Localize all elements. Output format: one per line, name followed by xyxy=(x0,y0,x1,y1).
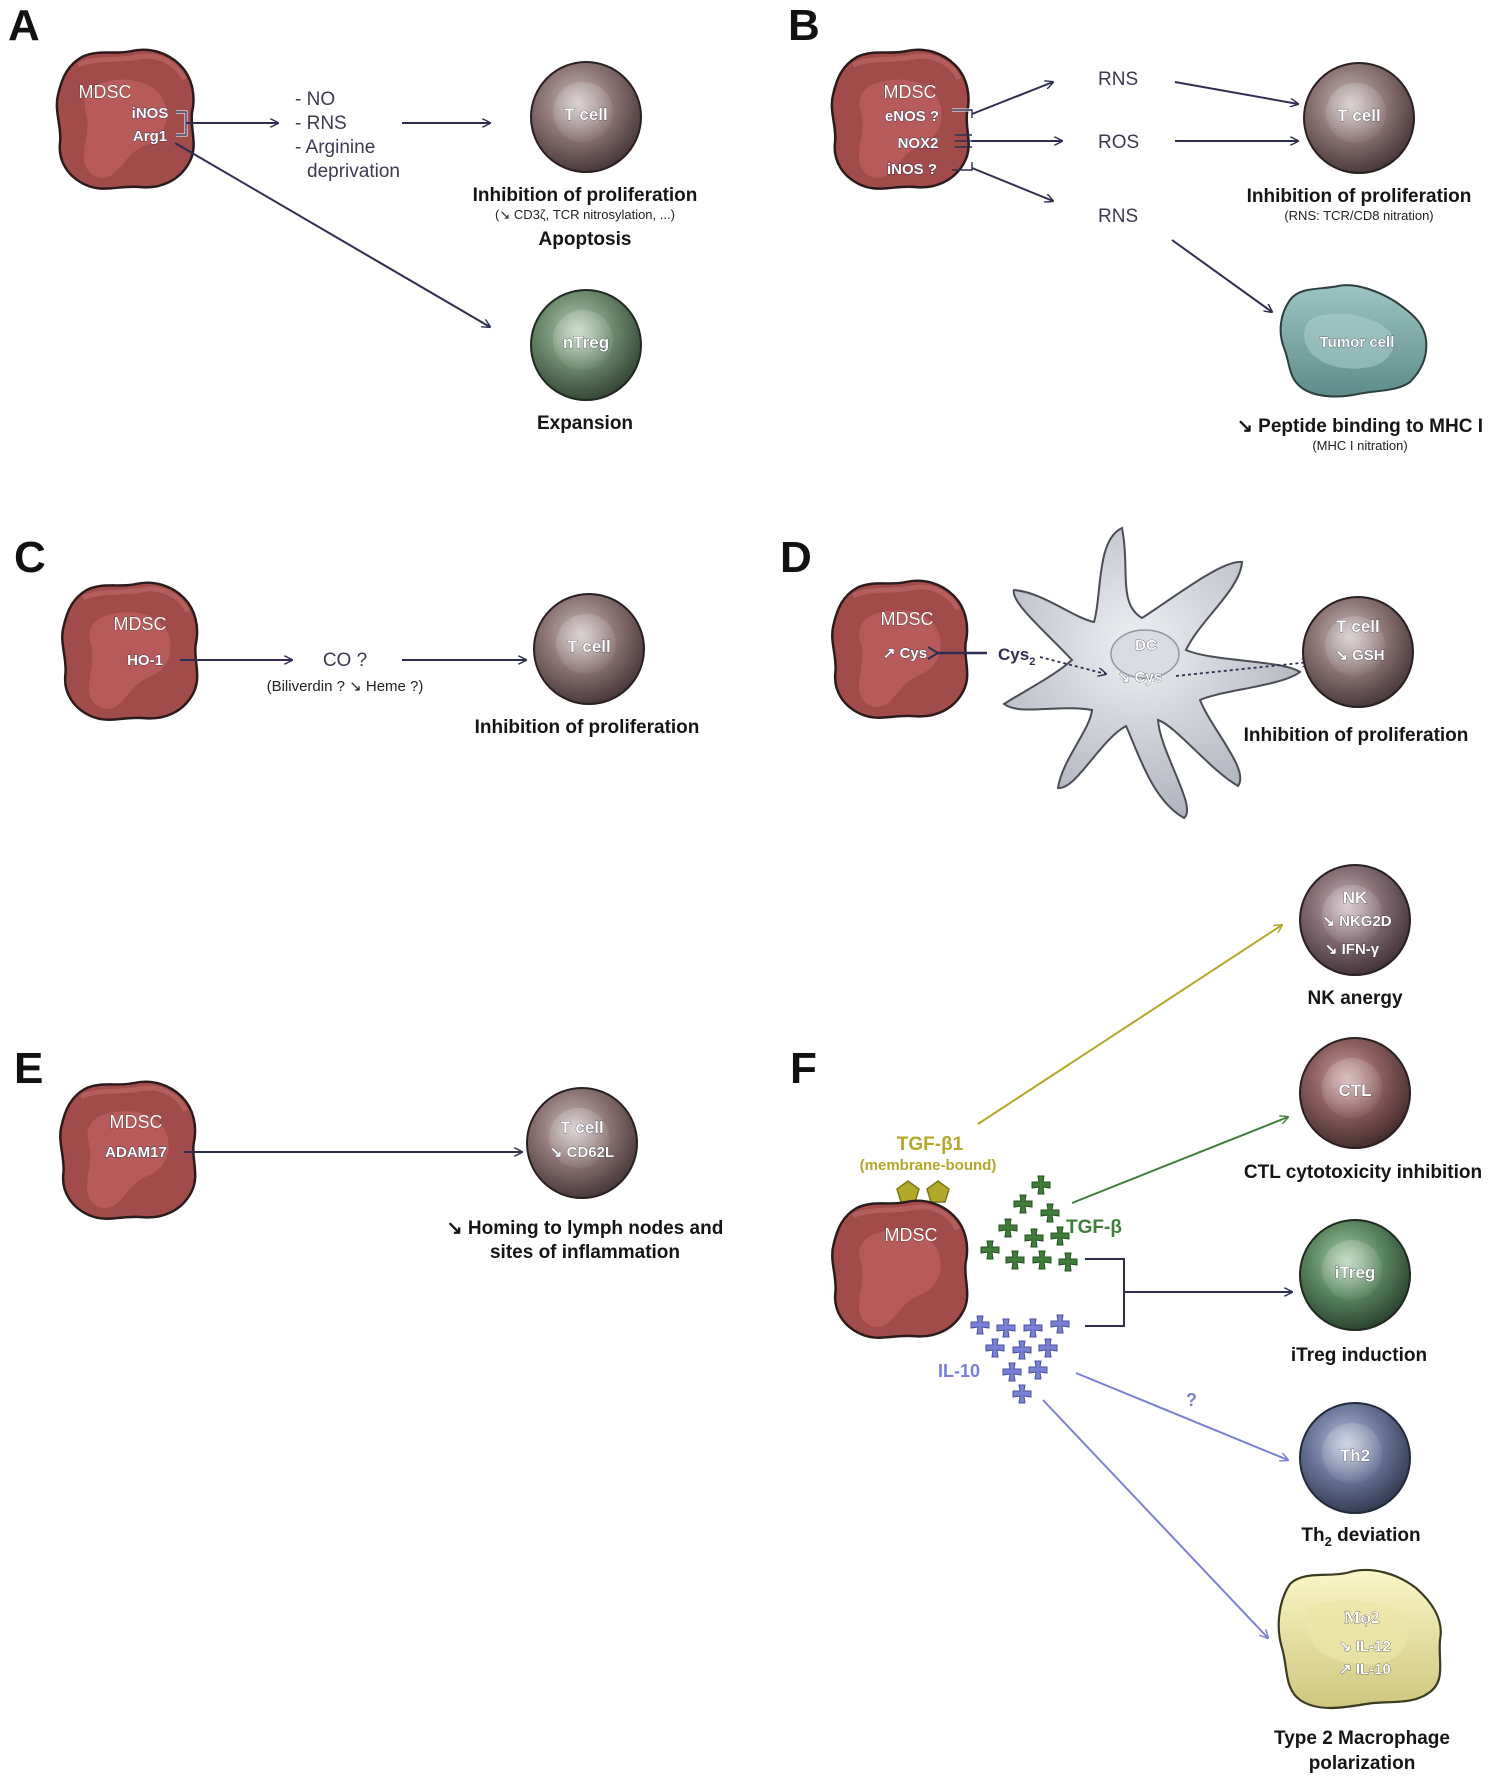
caption-expansion-a: Expansion xyxy=(537,413,633,434)
dc-label-d: DC xyxy=(1135,637,1157,654)
il10-label-f: IL-10 xyxy=(938,1361,980,1381)
panel-label-f: F xyxy=(790,1044,817,1093)
caption-inhibition-a: Inhibition of proliferation xyxy=(473,185,698,206)
nk-nkg2d-f: ↘ NKG2D xyxy=(1322,913,1391,930)
itreg-label-f: iTreg xyxy=(1335,1263,1376,1282)
tcell-label-c: T cell xyxy=(567,637,610,656)
cys2-label-d: Cys2 xyxy=(998,645,1035,668)
mediator-rns1-b: RNS xyxy=(1098,69,1138,90)
il10-cytokines-f xyxy=(970,1314,1070,1404)
tcell-label-b: T cell xyxy=(1337,106,1380,125)
mediator-ros-b: ROS xyxy=(1098,132,1139,153)
caption-nk-anergy-f: NK anergy xyxy=(1307,988,1402,1009)
panel-c: C MDSC HO-1 CO ? (Biliverdin ? ↘ Heme ?)… xyxy=(14,533,699,738)
enzyme-arg1-a: Arg1 xyxy=(133,128,167,145)
caption-homing-line1-e: ↘ Homing to lymph nodes and xyxy=(447,1218,724,1239)
tcell-label-a: T cell xyxy=(564,105,607,124)
mediator-rns-a: - RNS xyxy=(295,113,347,134)
panel-label-b: B xyxy=(788,1,820,50)
mediator-deprivation-a: deprivation xyxy=(307,161,400,182)
panel-e: E MDSC ADAM17 T cell ↘ CD62L ↘ Homing to… xyxy=(14,1044,723,1263)
macrophage-label-f: Mφ2 xyxy=(1344,1608,1379,1627)
enzyme-inos-a: iNOS xyxy=(132,105,169,122)
panel-f: F TGF-β1 (membrane-bound) MDSC TGF-β xyxy=(790,864,1482,1774)
mdsc-label-d: MDSC xyxy=(881,609,934,629)
ctl-label-f: CTL xyxy=(1338,1081,1371,1100)
tgfb1-label-f: TGF-β1 xyxy=(897,1134,964,1155)
subcaption-nitration-b: (RNS: TCR/CD8 nitration) xyxy=(1284,208,1433,223)
caption-peptide-binding-b: ↘ Peptide binding to MHC I xyxy=(1237,416,1483,437)
mediator-sub-c: (Biliverdin ? ↘ Heme ?) xyxy=(267,678,424,695)
arrow-inos-to-rns-b xyxy=(971,167,1053,201)
caption-homing-line2-e: sites of inflammation xyxy=(490,1242,680,1263)
mdsc-label-b: MDSC xyxy=(884,82,937,102)
caption-macrophage-line2-f: polarization xyxy=(1309,1753,1416,1774)
mdsc-cell-a xyxy=(57,50,194,189)
arrow-il10-to-macrophage-f xyxy=(1042,1399,1268,1638)
nk-ifng-f: ↘ IFN-γ xyxy=(1325,941,1380,958)
panel-d: D DC ↘ Cys MDSC ↗ Cys Cys2 T cell ↘ GSH … xyxy=(780,526,1469,820)
caption-itreg-induction-f: iTreg induction xyxy=(1291,1345,1427,1366)
subcaption-mhc-nitration-b: (MHC I nitration) xyxy=(1312,438,1407,453)
macrophage-il12-f: ↘ IL-12 xyxy=(1339,1638,1391,1655)
mdsc-label-a: MDSC xyxy=(79,82,132,102)
macrophage-il10-f: ↗ IL-10 xyxy=(1339,1661,1391,1678)
mediator-no-a: - NO xyxy=(295,89,335,110)
enzyme-ho1-c: HO-1 xyxy=(127,652,163,669)
dc-cys-d: ↘ Cys xyxy=(1118,669,1162,686)
arrow-enos-to-rns-b xyxy=(971,82,1053,115)
arrow-mdsc-to-ntreg-a xyxy=(174,142,490,327)
tcell-label-e: T cell xyxy=(560,1118,603,1137)
caption-macrophage-line1-f: Type 2 Macrophage xyxy=(1274,1728,1450,1749)
mdsc-label-f: MDSC xyxy=(885,1225,938,1245)
mdsc-cell-f xyxy=(832,1201,967,1338)
mdsc-cys-d: ↗ Cys xyxy=(883,645,927,662)
tgfb-cytokines-f xyxy=(980,1175,1078,1272)
bracket-tgfb-il10-f xyxy=(1085,1258,1125,1327)
caption-apoptosis-a: Apoptosis xyxy=(539,229,632,250)
caption-ctl-inhibition-f: CTL cytotoxicity inhibition xyxy=(1244,1162,1482,1183)
enzyme-adam17-e: ADAM17 xyxy=(105,1144,167,1161)
tumor-label-b: Tumor cell xyxy=(1320,334,1395,351)
arrow-tgfb1-to-nk-f xyxy=(977,925,1282,1125)
mediator-arginine-a: - Arginine xyxy=(295,137,375,158)
mediator-rns2-b: RNS xyxy=(1098,206,1138,227)
panel-b: B MDSC eNOS ? NOX2 iNOS ? RNS ROS RNS T … xyxy=(788,1,1483,453)
arrow-rns-to-tumor-b xyxy=(1171,239,1272,312)
enzyme-nox2-b: NOX2 xyxy=(898,135,939,152)
nk-label-f: NK xyxy=(1343,888,1368,907)
panel-label-c: C xyxy=(14,533,46,582)
tcell-gsh-d: ↘ GSH xyxy=(1335,647,1384,664)
panel-label-e: E xyxy=(14,1044,43,1093)
tgfb1-pentagon-1 xyxy=(896,1180,920,1203)
panel-a: A MDSC iNOS Arg1 - NO - RNS - Arginine d… xyxy=(8,1,697,434)
arrow-rns-to-tcell-b xyxy=(1174,81,1298,104)
tumor-cell-b xyxy=(1279,284,1428,398)
arrow-cys2-to-dc-d xyxy=(1039,656,1106,674)
mdsc-label-c: MDSC xyxy=(114,614,167,634)
enzyme-inos-b: iNOS ? xyxy=(887,161,937,178)
ntreg-label-a: nTreg xyxy=(563,333,609,352)
subcaption-cd3-a: (↘ CD3ζ, TCR nitrosylation, ...) xyxy=(495,207,675,222)
tgfb1-sub-f: (membrane-bound) xyxy=(860,1157,997,1174)
mediator-co-c: CO ? xyxy=(323,650,367,671)
tgfb-label-f: TGF-β xyxy=(1066,1217,1122,1238)
caption-th2-deviation-f: Th2 deviation xyxy=(1301,1525,1420,1549)
tcell-label-d: T cell xyxy=(1336,617,1379,636)
caption-inhibition-c: Inhibition of proliferation xyxy=(475,717,700,738)
question-mark-f: ? xyxy=(1186,1390,1197,1410)
caption-inhibition-b: Inhibition of proliferation xyxy=(1247,186,1472,207)
arrow-tgfb-to-ctl-f xyxy=(1071,1117,1288,1204)
panel-label-d: D xyxy=(780,533,812,582)
mdsc-label-e: MDSC xyxy=(110,1112,163,1132)
th2-label-f: Th2 xyxy=(1340,1446,1370,1465)
tgfb1-pentagon-2 xyxy=(926,1180,950,1203)
enzyme-enos-b: eNOS ? xyxy=(885,108,939,125)
panel-label-a: A xyxy=(8,1,40,50)
arrow-dc-to-tcell-d xyxy=(1175,662,1310,677)
arrow-il10-to-th2-f xyxy=(1075,1372,1288,1460)
caption-inhibition-d: Inhibition of proliferation xyxy=(1244,725,1469,746)
tcell-cd62l-e: ↘ CD62L xyxy=(550,1144,614,1161)
